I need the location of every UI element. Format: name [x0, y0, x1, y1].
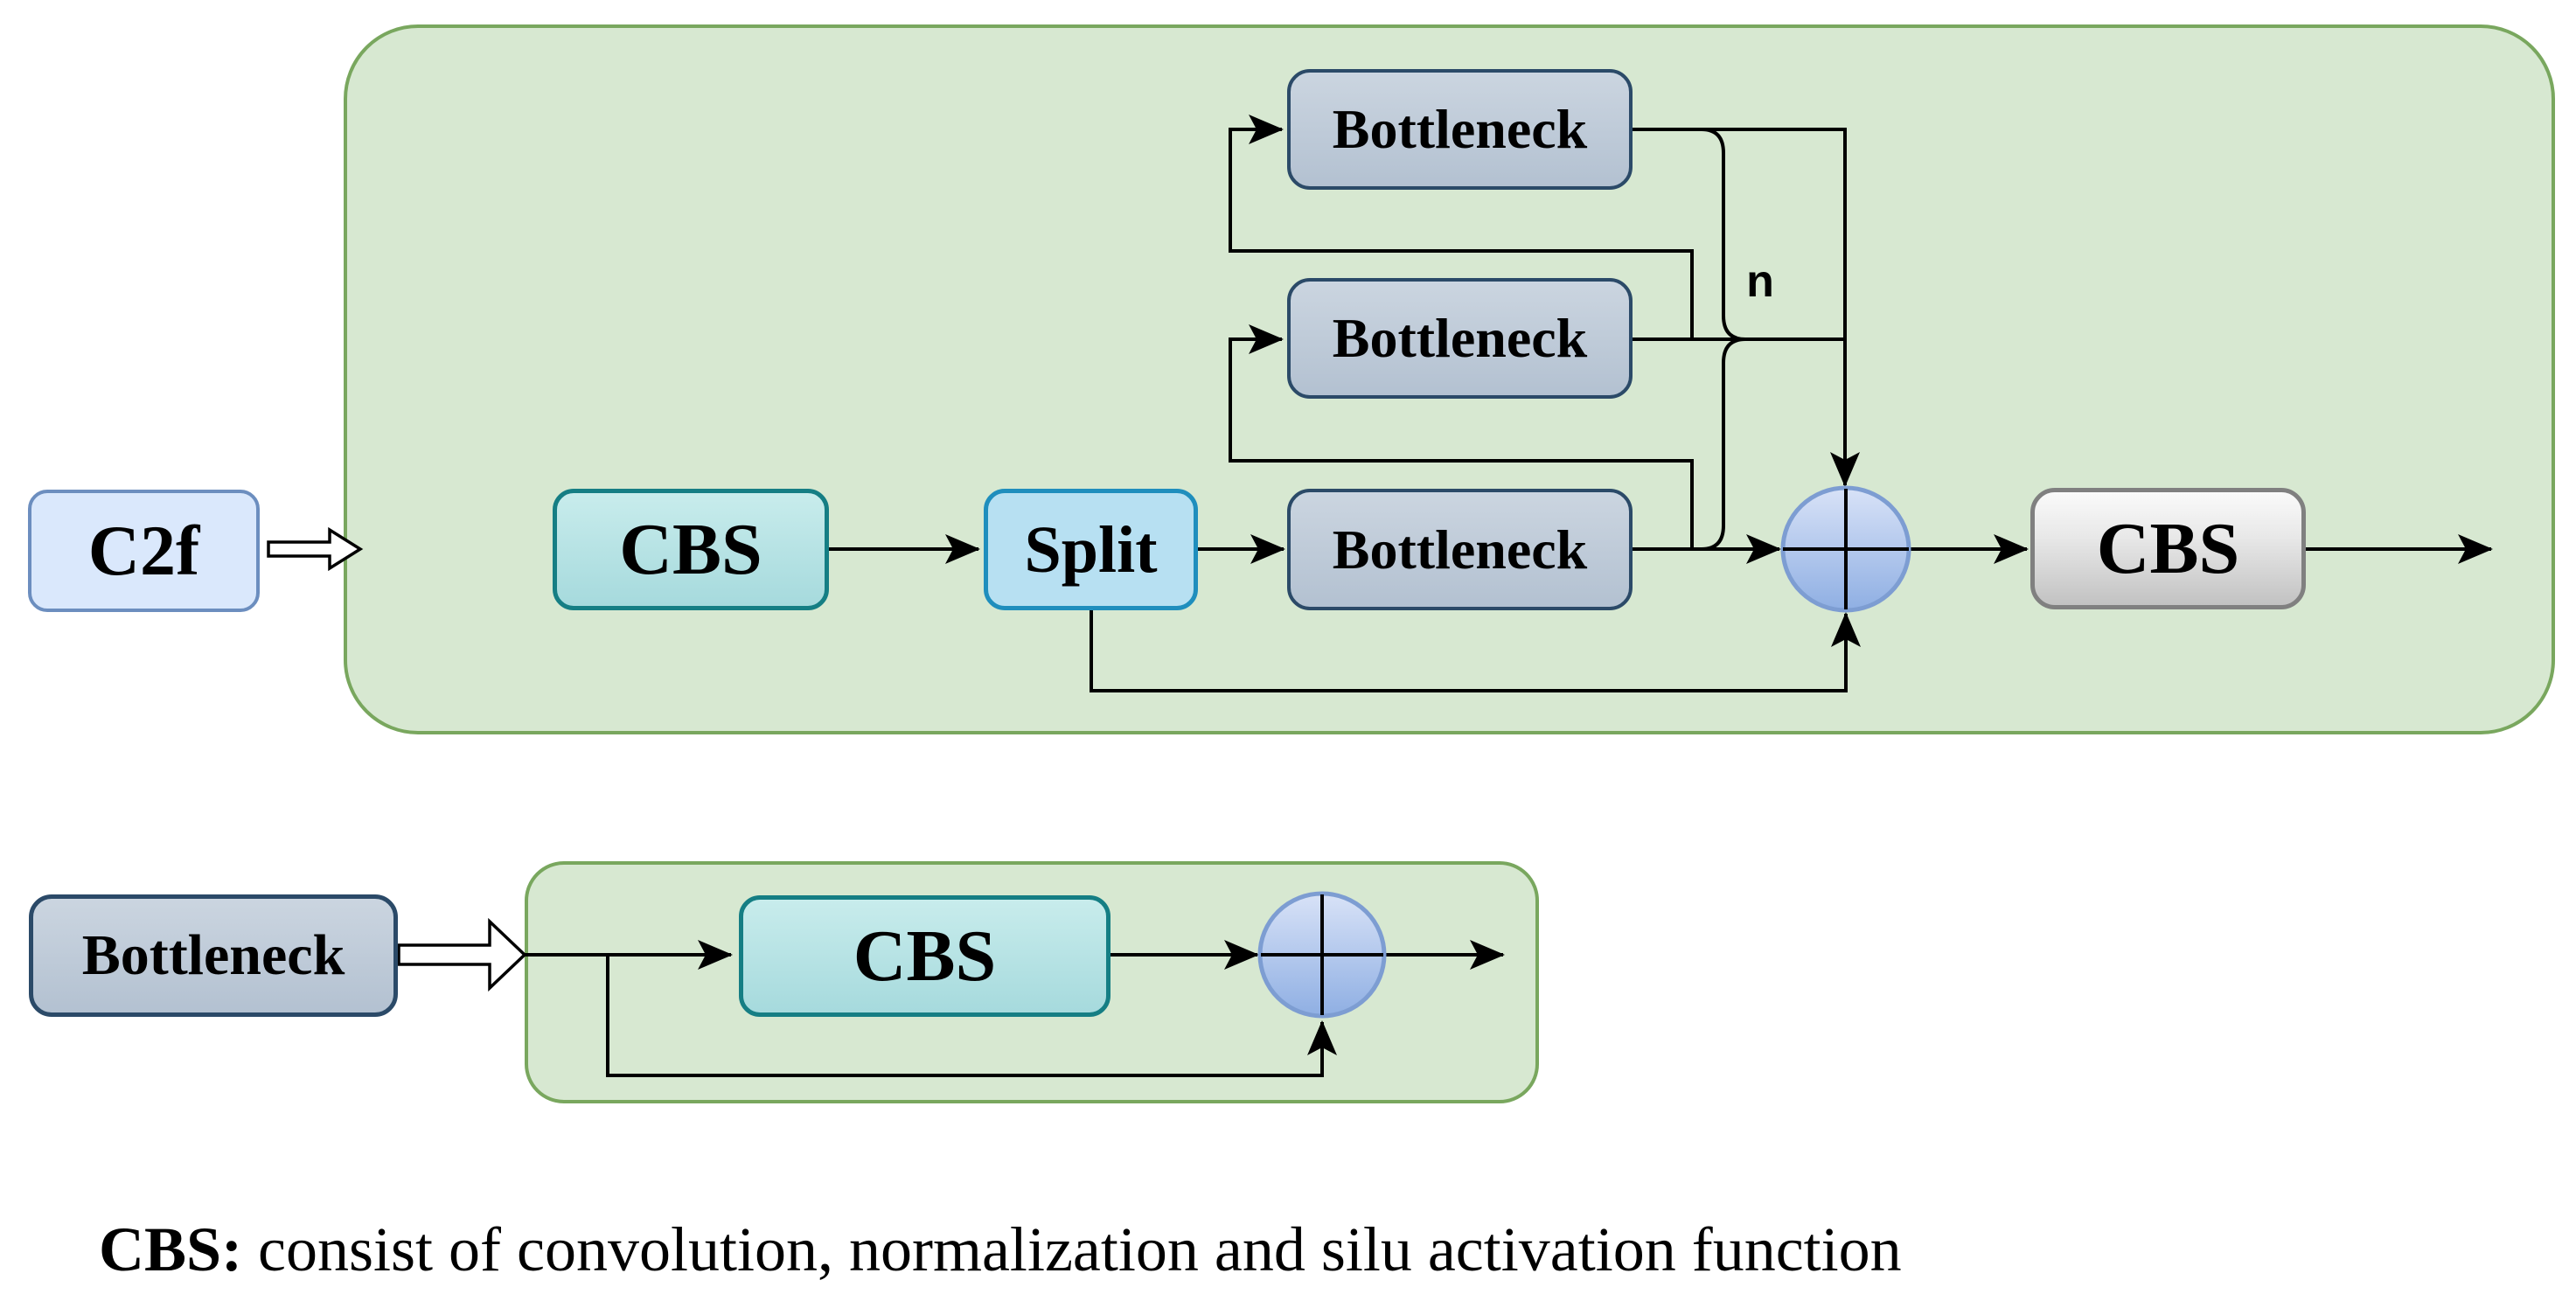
bottleneck-box-bottom: Bottleneck: [1287, 489, 1633, 610]
bottleneck-module-label: Bottleneck: [81, 923, 345, 987]
caption-term: CBS:: [99, 1214, 243, 1284]
c2f-wires: [829, 115, 2493, 692]
repeat-bracket-upper: [1701, 128, 1746, 341]
c2f-expand-arrow-icon: [267, 526, 364, 572]
wire-chain-middle-to-top: [1229, 115, 1694, 339]
bottleneck-expand-arrow-icon: [397, 917, 527, 992]
wire-residual-bypass: [606, 955, 1337, 1077]
bottleneck-box-top: Bottleneck: [1287, 69, 1633, 190]
bottleneck-label: Bottleneck: [1332, 518, 1588, 581]
cbs-box-output: CBS: [2030, 488, 2306, 609]
c2f-module-box: C2f: [28, 490, 260, 612]
bottleneck-wires: [525, 940, 1505, 1077]
c2f-module-label: C2f: [87, 511, 200, 590]
caption: CBS: consist of convolution, normalizati…: [99, 1214, 1902, 1286]
cbs-label: CBS: [853, 915, 997, 997]
wire-split-bypass: [1090, 610, 1861, 692]
bottleneck-module-box: Bottleneck: [29, 894, 398, 1017]
caption-definition: consist of convolution, normalization an…: [242, 1214, 1902, 1284]
bottleneck-box-middle: Bottleneck: [1287, 278, 1633, 399]
repeat-bracket-lower: [1701, 337, 1746, 551]
split-box: Split: [984, 489, 1198, 610]
bottleneck-label: Bottleneck: [1332, 307, 1588, 369]
add-node-icon: [1257, 891, 1387, 1019]
cbs-label: CBS: [2096, 507, 2240, 589]
bottleneck-label: Bottleneck: [1332, 98, 1588, 160]
cbs-box-bottleneck: CBS: [739, 895, 1110, 1017]
cbs-box-first: CBS: [553, 489, 829, 610]
concat-node-icon: [1780, 485, 1911, 613]
cbs-label: CBS: [619, 508, 762, 590]
repeat-count-label: n: [1746, 256, 1774, 307]
wire-chain-bottom-to-middle: [1229, 324, 1694, 549]
split-label: Split: [1024, 512, 1158, 587]
